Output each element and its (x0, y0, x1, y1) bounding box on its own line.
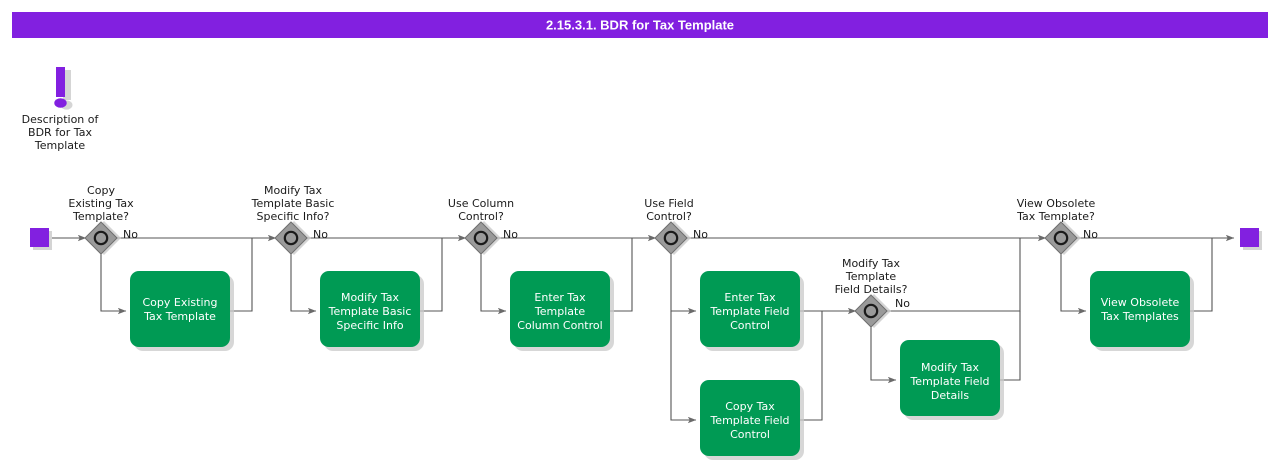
edge-gw5-to-task6 (870, 327, 897, 384)
gateway-1-label-line-2: Existing Tax (68, 197, 134, 210)
task-1-box (130, 271, 230, 347)
task-6-label-line-3: Details (931, 389, 969, 402)
task-7-label-line-1: View Obsolete (1101, 296, 1180, 309)
task-3-label-line-3: Column Control (517, 319, 602, 332)
gateway-3-edge-label-no: No (503, 228, 518, 241)
gateway-5-label-line-1: Modify Tax (842, 257, 901, 270)
end-node-square (1240, 228, 1259, 247)
task-4-label-line-2: Template Field (709, 305, 789, 318)
task-3-label-line-2: Template (534, 305, 585, 318)
task-view-obsolete-tax-templates[interactable]: View Obsolete Tax Templates (1090, 271, 1194, 351)
gateway-3-label-line-1: Use Column (448, 197, 514, 210)
gateway-4-label-line-2: Control? (646, 210, 692, 223)
gateway-4-label-line-1: Use Field (644, 197, 693, 210)
exclamation-bar-shadow (63, 70, 71, 100)
edge-task3-rejoin (610, 238, 633, 312)
start-node-square (30, 228, 49, 247)
gateway-modify-tax-template-basic-specific-info[interactable]: Modify Tax Template Basic Specific Info?… (251, 184, 335, 255)
edge-gw4-to-task5 (670, 311, 697, 424)
edge-task6-rejoin (1000, 311, 1021, 381)
task-copy-existing-tax-template[interactable]: Copy Existing Tax Template (130, 271, 234, 351)
edge-gw2-to-task2 (290, 254, 317, 315)
gateway-4-inclusive-ring-icon (663, 230, 679, 246)
task-7-box (1090, 271, 1190, 347)
gateway-2-edge-label-no: No (313, 228, 328, 241)
start-node[interactable] (30, 228, 52, 250)
gateway-use-column-control[interactable]: Use Column Control? No (448, 197, 518, 255)
gateway-1-inclusive-ring-icon (93, 230, 109, 246)
task-5-label-line-3: Control (730, 428, 770, 441)
task-5-box (700, 380, 800, 456)
gateway-1-edge-label-no: No (123, 228, 138, 241)
gateway-4-edge-label-no: No (693, 228, 708, 241)
gateway-1-label-line-1: Copy (87, 184, 115, 197)
exclamation-dot-icon (54, 98, 67, 108)
gateway-2-inclusive-ring-icon (283, 230, 299, 246)
task-4-label-line-1: Enter Tax (724, 291, 776, 304)
gateway-view-obsolete-tax-template[interactable]: View Obsolete Tax Template? No (1016, 197, 1098, 255)
task-1-label-line-1: Copy Existing (143, 296, 218, 309)
task-2-label-line-3: Specific Info (336, 319, 403, 332)
task-3-label-line-1: Enter Tax (534, 291, 586, 304)
task-enter-tax-template-field-control[interactable]: Enter Tax Template Field Control (700, 271, 804, 351)
gateway-5-label-line-3: Field Details? (835, 283, 908, 296)
gateway-6-label-line-1: View Obsolete (1017, 197, 1096, 210)
task-5-label-line-1: Copy Tax (725, 400, 775, 413)
edge-gw6-to-task7 (1060, 254, 1087, 315)
task-2-label-line-1: Modify Tax (341, 291, 400, 304)
task-4-box (700, 271, 800, 347)
edge-task1-rejoin (230, 238, 253, 312)
gateway-3-label-line-2: Control? (458, 210, 504, 223)
task-6-box (900, 340, 1000, 416)
title-bar: 2.15.3.1. BDR for Tax Template (12, 12, 1268, 38)
annotation-line-2: BDR for Tax (28, 126, 92, 139)
gateway-6-edge-label-no: No (1083, 228, 1098, 241)
task-2-box (320, 271, 420, 347)
task-copy-tax-template-field-control[interactable]: Copy Tax Template Field Control (700, 380, 804, 460)
task-3-box (510, 271, 610, 347)
edge-task7-rejoin (1190, 238, 1213, 312)
page-title: 2.15.3.1. BDR for Tax Template (546, 17, 734, 32)
task-enter-tax-template-column-control[interactable]: Enter Tax Template Column Control (510, 271, 614, 351)
gateway-3-inclusive-ring-icon (473, 230, 489, 246)
task-modify-tax-template-basic-specific-info[interactable]: Modify Tax Template Basic Specific Info (320, 271, 424, 351)
gateway-2-label-line-1: Modify Tax (264, 184, 323, 197)
annotation-description: Description of BDR for Tax Template (22, 67, 100, 152)
task-6-label-line-1: Modify Tax (921, 361, 980, 374)
exclamation-icon (56, 67, 65, 97)
gateway-5-inclusive-ring-icon (863, 303, 879, 319)
gateway-6-label-line-2: Tax Template? (1016, 210, 1095, 223)
gateway-2-label-line-3: Specific Info? (257, 210, 330, 223)
gateway-6-inclusive-ring-icon (1053, 230, 1069, 246)
edge-gw3-to-task3 (480, 254, 507, 315)
gateway-use-field-control[interactable]: Use Field Control? No (644, 197, 708, 255)
flow-connectors (52, 234, 1235, 424)
task-6-label-line-2: Template Field (909, 375, 989, 388)
annotation-line-3: Template (34, 139, 85, 152)
task-7-label-line-2: Tax Templates (1100, 310, 1179, 323)
task-modify-tax-template-field-details[interactable]: Modify Tax Template Field Details (900, 340, 1004, 420)
task-1-label-line-2: Tax Template (143, 310, 216, 323)
edge-gw4-to-task4 (670, 254, 697, 315)
gateway-copy-existing-tax-template[interactable]: Copy Existing Tax Template? No (68, 184, 138, 255)
annotation-line-1: Description of (22, 113, 100, 126)
edge-task5-out (800, 311, 823, 421)
task-5-label-line-2: Template Field (709, 414, 789, 427)
edge-task2-rejoin (420, 238, 443, 312)
gateway-2-label-line-2: Template Basic (251, 197, 335, 210)
gateway-5-label-line-2: Template (845, 270, 896, 283)
task-2-label-line-2: Template Basic (328, 305, 412, 318)
gateway-1-label-line-3: Template? (72, 210, 129, 223)
edge-gw1-to-task1 (100, 254, 127, 315)
task-4-label-line-3: Control (730, 319, 770, 332)
gateway-5-edge-label-no: No (895, 297, 910, 310)
gateway-modify-tax-template-field-details[interactable]: Modify Tax Template Field Details? No (835, 257, 911, 328)
end-node[interactable] (1240, 228, 1262, 250)
title-bar-background (12, 12, 1268, 38)
